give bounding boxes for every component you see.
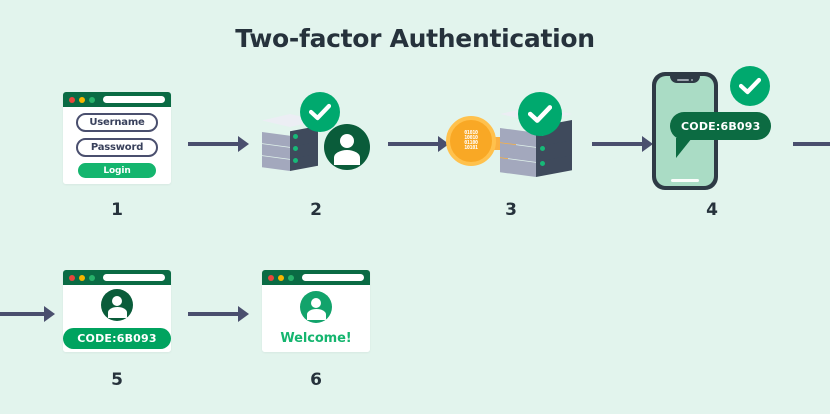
window-minimize-dot-icon	[79, 274, 85, 281]
address-bar[interactable]	[103, 274, 165, 281]
step-4-number: 4	[706, 200, 718, 220]
window-maximize-dot-icon	[89, 96, 95, 103]
user-avatar-icon	[300, 291, 332, 323]
check-badge-icon	[300, 92, 340, 132]
browser-title-bar	[63, 92, 171, 107]
browser-title-bar	[63, 270, 171, 285]
step-6-number: 6	[310, 370, 322, 390]
step-3-number: 3	[505, 200, 517, 220]
step-2-group	[262, 92, 372, 184]
login-form-body: Username Password Login	[63, 107, 171, 184]
arrow-step-5-to-6	[188, 303, 250, 325]
step-6-welcome-browser: Welcome!	[262, 270, 370, 352]
username-field[interactable]: Username	[76, 113, 158, 132]
browser-title-bar	[262, 270, 370, 285]
phone-camera-icon	[691, 78, 693, 81]
login-button[interactable]: Login	[78, 163, 156, 178]
window-close-dot-icon	[268, 274, 274, 281]
window-maximize-dot-icon	[89, 274, 95, 281]
window-close-dot-icon	[69, 274, 75, 281]
phone-notch	[670, 76, 700, 83]
welcome-body: Welcome!	[262, 285, 370, 352]
step-2-number: 2	[310, 200, 322, 220]
arrow-step-3-to-4	[592, 133, 654, 155]
arrow-step-4-to-5-left	[0, 303, 56, 325]
window-maximize-dot-icon	[288, 274, 294, 281]
step-5-code-browser: CODE:6B093	[63, 270, 171, 352]
entered-code-label: CODE:6B093	[63, 327, 171, 349]
step-5-number: 5	[111, 370, 123, 390]
arrow-step-2-to-3	[388, 133, 450, 155]
code-entry-body: CODE:6B093	[63, 285, 171, 352]
speech-bubble-icon: CODE:6B093	[670, 112, 772, 158]
key-binary-text: 01010 10010 01100 10101	[464, 130, 478, 151]
arrow-step-4-to-5-right	[793, 133, 830, 155]
address-bar[interactable]	[103, 96, 165, 103]
step-4-group: CODE:6B093	[648, 66, 778, 191]
window-close-dot-icon	[69, 96, 75, 103]
check-badge-icon	[518, 92, 562, 136]
step-3-group: 01010 10010 01100 10101	[446, 92, 576, 184]
user-avatar-icon	[101, 288, 133, 321]
welcome-message: Welcome!	[280, 331, 352, 346]
arrow-step-1-to-2	[188, 133, 250, 155]
password-field[interactable]: Password	[76, 138, 158, 157]
key-binary-face: 01010 10010 01100 10101	[446, 116, 496, 166]
page-title: Two-factor Authentication	[235, 24, 595, 53]
window-minimize-dot-icon	[79, 96, 85, 103]
step-1-number: 1	[111, 200, 123, 220]
phone-code-label: CODE:6B093	[670, 112, 772, 140]
check-badge-icon	[730, 66, 770, 106]
user-avatar-icon	[324, 124, 370, 170]
step-1-login-browser: Username Password Login	[63, 92, 171, 184]
address-bar[interactable]	[302, 274, 364, 281]
phone-home-indicator	[671, 179, 699, 182]
phone-speaker-icon	[677, 78, 689, 81]
window-minimize-dot-icon	[278, 274, 284, 281]
